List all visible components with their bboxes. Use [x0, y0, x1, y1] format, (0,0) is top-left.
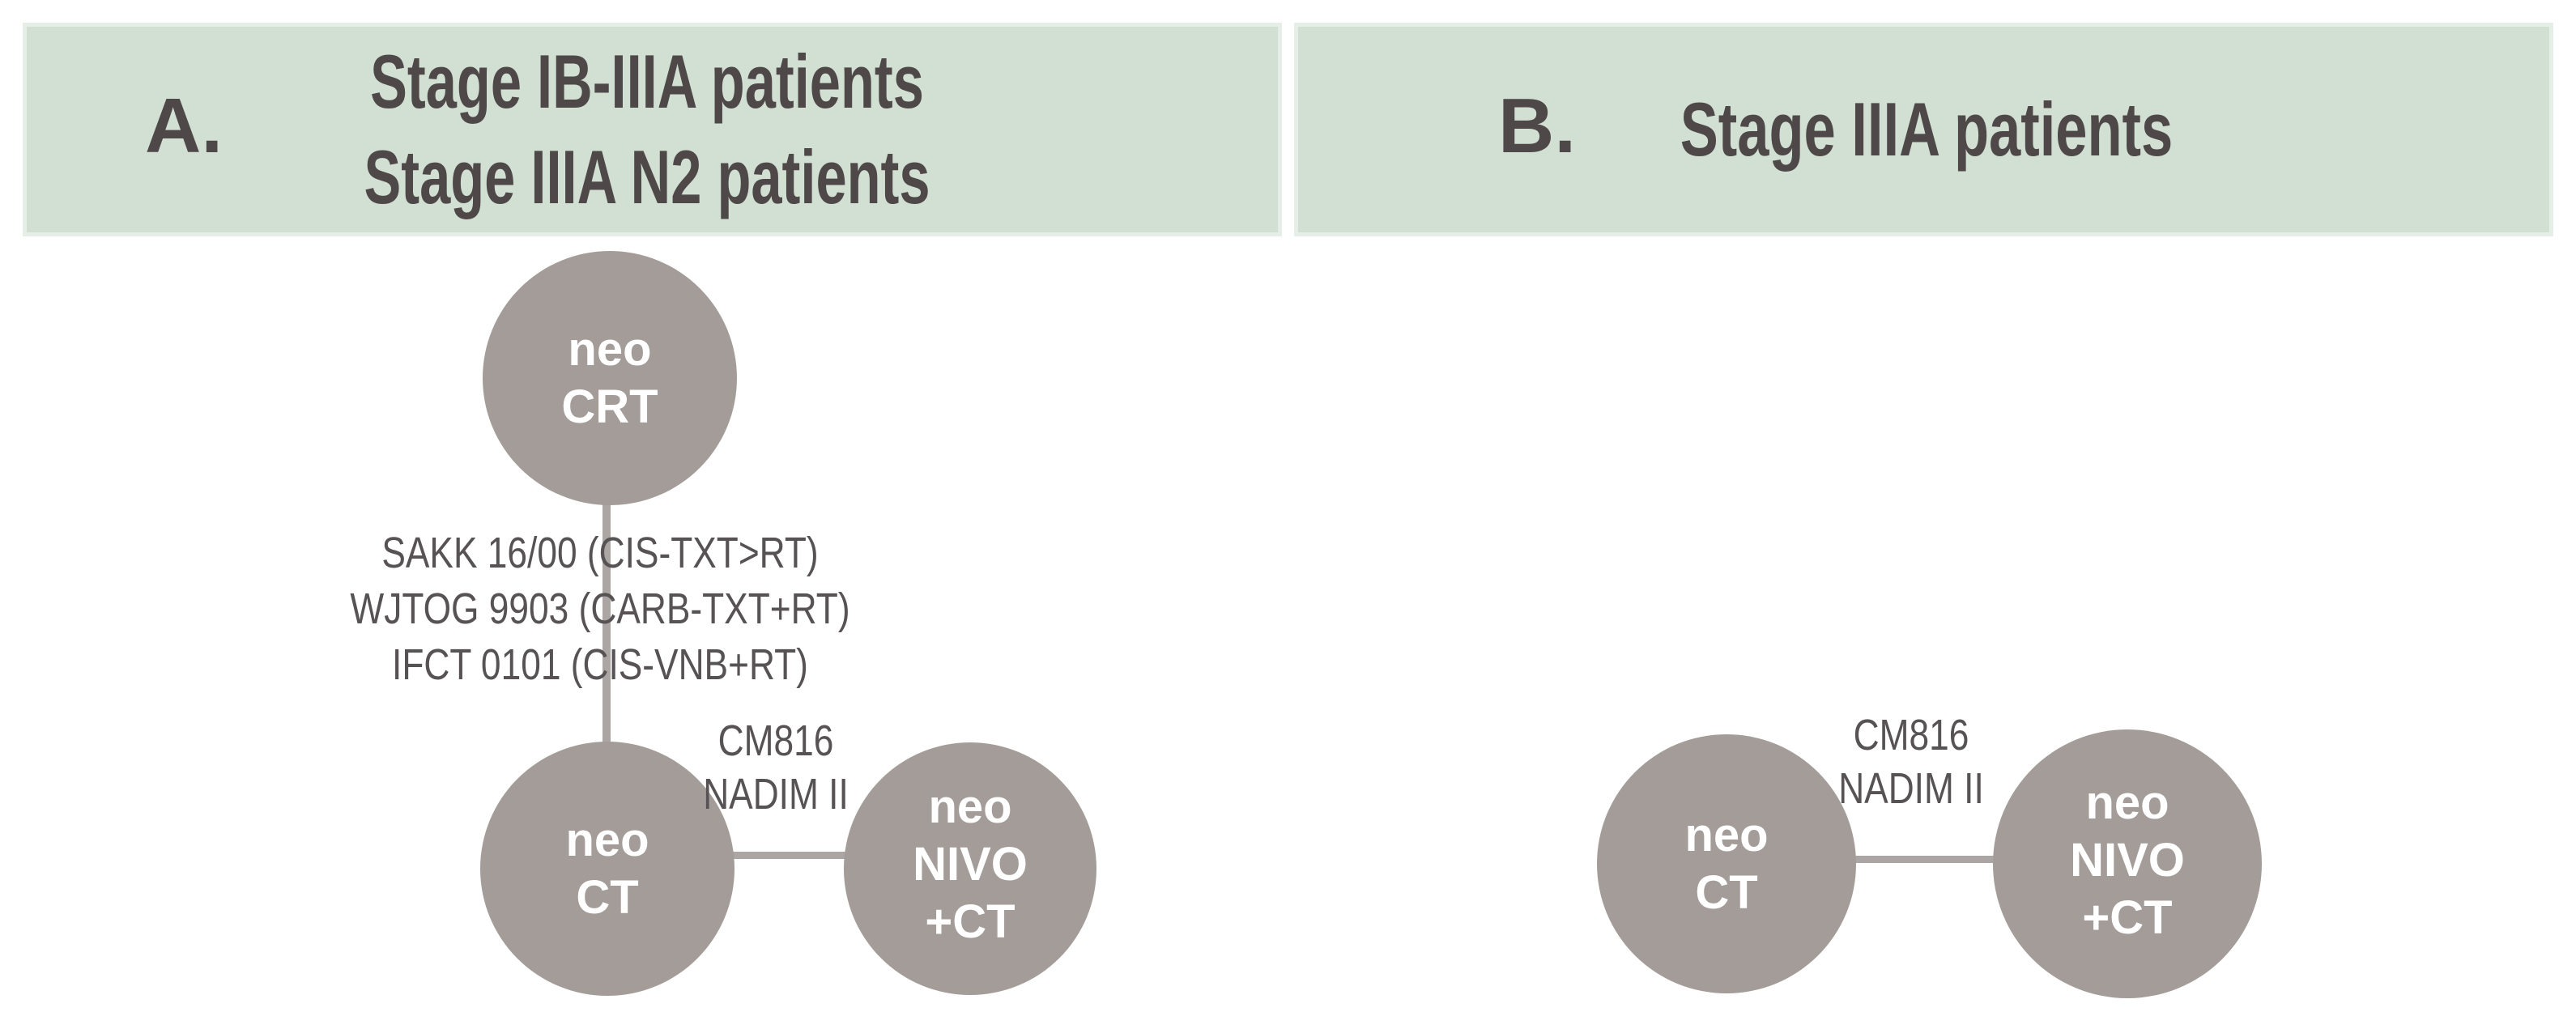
panel-a-letter: A. [145, 83, 223, 170]
node-neo-ct-a: neo CT [480, 742, 734, 996]
node-neo-ct-a-label: neo CT [565, 811, 649, 926]
node-neo-nivo-ct-b-line-2: NIVO [2070, 833, 2185, 887]
edge-neo-crt-neo-ct [602, 504, 611, 743]
trial-nadim-b: NADIM II [1838, 764, 1984, 813]
panel-a-title-line-1: Stage IB-IIIA patients [370, 39, 924, 124]
node-neo-nivo-ct-b-line-1: neo [2085, 776, 2169, 829]
node-neo-ct-a-line-1: neo [565, 814, 649, 866]
trial-cm816-a: CM816 [717, 716, 834, 765]
trial-cm816-b: CM816 [1853, 711, 1969, 759]
node-neo-nivo-ct-a-line-3: +CT [925, 895, 1015, 948]
edge-label-crt-ct-trials: SAKK 16/00 (CIS-TXT>RT) WJTOG 9903 (CARB… [301, 525, 899, 693]
panel-a-title: Stage IB-IIIA patients Stage IIIA N2 pat… [186, 34, 1107, 225]
node-neo-ct-b-label: neo CT [1684, 806, 1768, 921]
node-neo-nivo-ct-b: neo NIVO +CT [1993, 729, 2262, 998]
panel-b-title-line-1: Stage IIIA patients [1680, 87, 2174, 172]
edge-neo-ct-neo-nivo-ct-b [1854, 856, 1996, 863]
node-neo-ct-b-line-1: neo [1684, 809, 1769, 861]
panel-a-title-line-2: Stage IIIA N2 patients [364, 134, 930, 219]
panel-b-title: Stage IIIA patients [1459, 82, 2394, 177]
node-neo-crt-label: neo CRT [561, 321, 658, 436]
node-neo-ct-b-line-2: CT [1695, 866, 1758, 919]
trial-sakk: SAKK 16/00 (CIS-TXT>RT) [381, 529, 819, 577]
trial-wjtog: WJTOG 9903 (CARB-TXT+RT) [350, 585, 850, 633]
node-neo-nivo-ct-b-label: neo NIVO +CT [2070, 774, 2185, 946]
panel-b-letter: B. [1498, 83, 1576, 170]
node-neo-nivo-ct-a-line-1: neo [928, 780, 1012, 833]
node-neo-crt: neo CRT [483, 251, 737, 505]
node-neo-nivo-ct-b-line-3: +CT [2082, 891, 2173, 944]
edge-label-ct-nivo-trials-a: CM816 NADIM II [577, 714, 975, 821]
node-neo-ct-b: neo CT [1597, 734, 1856, 993]
node-neo-nivo-ct-a-line-2: NIVO [913, 837, 1028, 891]
edge-neo-ct-neo-nivo-ct-a [731, 852, 848, 859]
node-neo-crt-line-1: neo [568, 323, 652, 376]
node-neo-ct-a-line-2: CT [576, 871, 639, 924]
panel-b-header: B. Stage IIIA patients [1294, 23, 2553, 236]
node-neo-nivo-ct-a: neo NIVO +CT [844, 742, 1096, 995]
edge-label-ct-nivo-trials-b: CM816 NADIM II [1712, 708, 2110, 815]
trial-nadim-a: NADIM II [703, 770, 849, 819]
trial-ifct: IFCT 0101 (CIS-VNB+RT) [392, 640, 808, 689]
panel-a-header: A. Stage IB-IIIA patients Stage IIIA N2 … [23, 23, 1282, 236]
node-neo-crt-line-2: CRT [561, 381, 658, 433]
node-neo-nivo-ct-a-label: neo NIVO +CT [913, 778, 1028, 950]
